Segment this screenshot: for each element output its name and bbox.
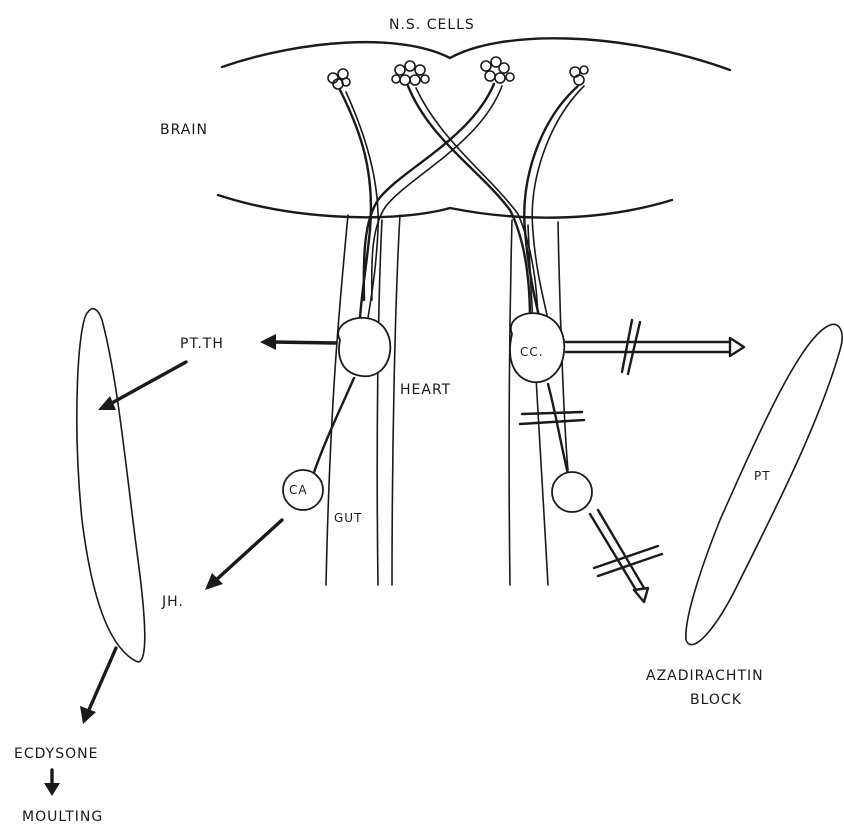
prothoracic-gland-left: [77, 309, 145, 662]
label-moulting: MOULTING: [22, 809, 103, 825]
corpus-allatum-right: [552, 472, 592, 512]
heart-tubes: [326, 215, 568, 585]
gland-to-ecdysone-arrow: [80, 648, 116, 724]
ns-cell-cluster-1: [328, 69, 350, 89]
blocked-release-arrow: [566, 320, 744, 374]
label-cc: CC.: [520, 345, 544, 359]
axon-tracts: [340, 84, 584, 320]
block-mark-nerve: [520, 412, 584, 424]
ecdysone-to-moulting-arrow: [44, 770, 60, 796]
label-block: BLOCK: [690, 692, 742, 708]
label-pt: PT: [754, 469, 771, 483]
label-ca: CA: [289, 483, 308, 497]
blocked-ca-arrow: [590, 510, 662, 602]
ptth-to-gland-arrow: [98, 362, 186, 410]
jh-arrow: [205, 520, 282, 590]
ptth-arrow: [260, 334, 336, 350]
label-jh: JH.: [161, 594, 184, 610]
label-heart: HEART: [400, 382, 451, 398]
prothoracic-gland-right: [686, 324, 842, 644]
label-ptth: PT.TH: [180, 336, 224, 352]
label-brain: BRAIN: [160, 122, 208, 138]
label-azadirachtin: AZADIRACHTIN: [646, 668, 764, 684]
ns-cell-cluster-4: [570, 66, 588, 85]
brain-outline: [218, 38, 730, 217]
ns-cell-cluster-3: [481, 57, 514, 83]
label-ns-cells: N.S. CELLS: [389, 17, 475, 33]
label-gut: GUT: [334, 511, 362, 525]
corpus-cardiacum-left: [338, 318, 390, 377]
label-ecdysone: ECDYSONE: [14, 746, 98, 762]
ns-cell-cluster-2: [392, 61, 429, 85]
